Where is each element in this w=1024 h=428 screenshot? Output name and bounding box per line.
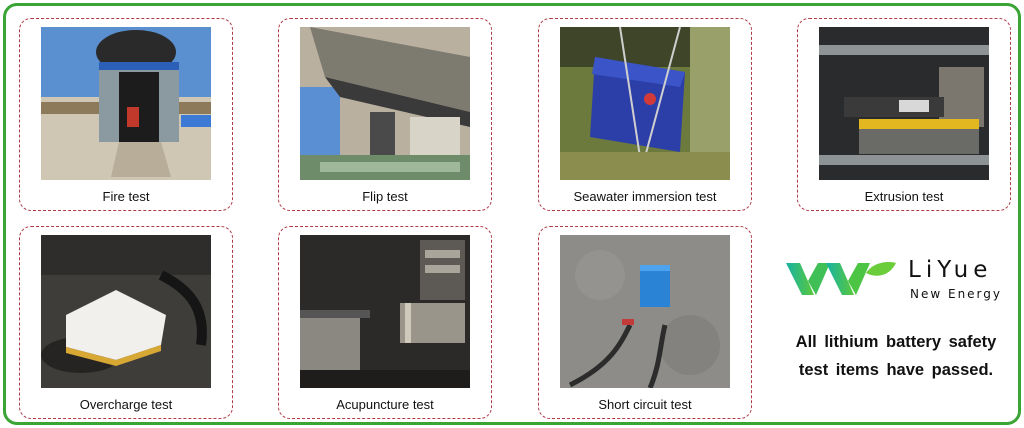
test-card-seawater: Seawater immersion test xyxy=(538,18,752,211)
liyue-logo-icon xyxy=(786,262,896,295)
test-card-extrusion: Extrusion test xyxy=(797,18,1011,211)
safety-tagline: All lithium battery safety test items ha… xyxy=(776,328,1016,384)
brand-name: LiYue xyxy=(908,257,993,283)
tagline-line-1: All lithium battery safety xyxy=(795,333,997,351)
test-label: Overcharge test xyxy=(79,397,173,412)
acupuncture-test-photo xyxy=(300,235,470,388)
brand-logo: LiYue New Energy xyxy=(786,257,1006,301)
test-card-short-circuit: Short circuit test xyxy=(538,226,752,419)
tagline-line-2: test items have passed. xyxy=(798,361,994,379)
flip-test-photo xyxy=(300,27,470,180)
test-label: Extrusion test xyxy=(864,189,944,204)
overcharge-test-photo xyxy=(41,235,211,388)
test-label: Fire test xyxy=(102,189,150,204)
test-card-acupuncture: Acupuncture test xyxy=(278,226,492,419)
fire-test-photo xyxy=(41,27,211,180)
extrusion-test-photo xyxy=(819,27,989,180)
test-label: Flip test xyxy=(362,189,408,204)
test-label: Seawater immersion test xyxy=(573,189,717,204)
seawater-test-photo xyxy=(560,27,730,180)
test-card-overcharge: Overcharge test xyxy=(19,226,233,419)
short-circuit-test-photo xyxy=(560,235,730,388)
page-frame: Fire test Flip test xyxy=(3,3,1021,425)
brand-subtitle: New Energy xyxy=(910,287,1002,301)
test-card-flip: Flip test xyxy=(278,18,492,211)
test-card-fire: Fire test xyxy=(19,18,233,211)
test-label: Short circuit test xyxy=(598,397,692,412)
test-label: Acupuncture test xyxy=(336,397,434,412)
